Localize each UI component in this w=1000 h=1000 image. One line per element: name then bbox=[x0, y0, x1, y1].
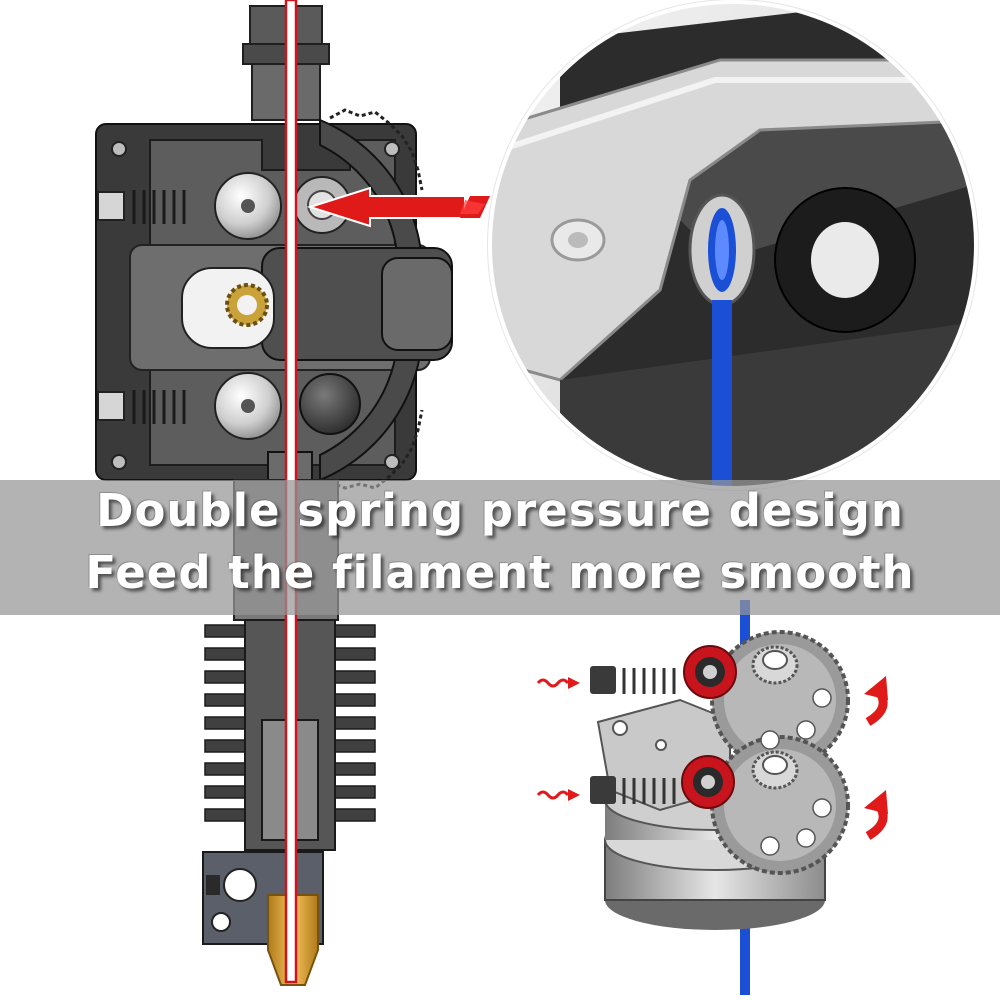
caption-banner bbox=[0, 480, 1000, 615]
headline-line-2: Feed the filament more smooth bbox=[85, 546, 915, 599]
wavy-arrow-red-icon bbox=[536, 677, 580, 801]
zoom-detail-photo bbox=[487, 0, 979, 491]
curved-arrow-red-icon bbox=[864, 676, 888, 840]
dual-gear-drive-illustration bbox=[590, 600, 850, 995]
headline-line-1: Double spring pressure design bbox=[96, 484, 904, 537]
arrow-left-red-icon bbox=[306, 186, 490, 228]
